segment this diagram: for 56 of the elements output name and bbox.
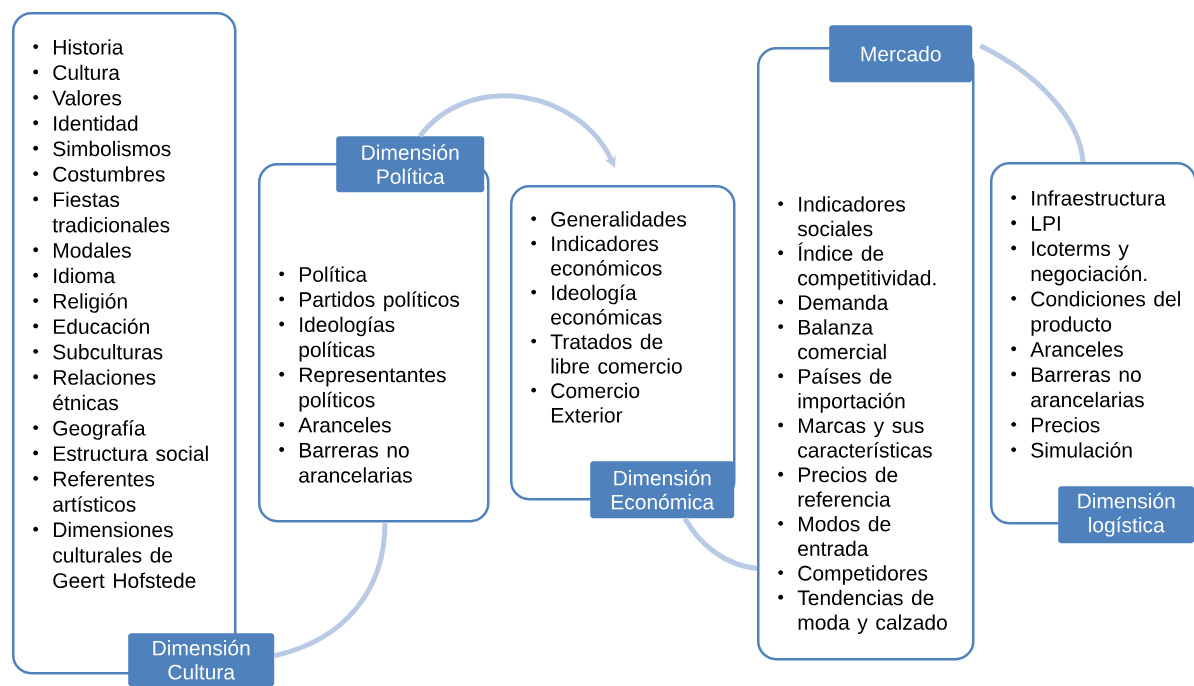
list-item: Política	[279, 266, 368, 282]
list-item: Indicadores económicos	[531, 235, 662, 276]
list-item: Ideología económicas	[531, 284, 662, 325]
list-item: Idioma	[33, 267, 116, 284]
list-item: Relaciones étnicas	[33, 369, 156, 411]
curved-connector	[273, 522, 388, 659]
list-item: Geografía	[33, 420, 146, 440]
list-panel	[757, 47, 975, 661]
list-item: Condiciones del producto	[1011, 291, 1180, 336]
header-tab: Dimensión Política	[336, 136, 485, 193]
header-tab: Dimensión logística	[1058, 486, 1194, 544]
list-item: Simulación	[1011, 442, 1132, 458]
list-item: Icoterms y negociación.	[1011, 241, 1147, 286]
list-item: Partidos políticos	[279, 291, 460, 312]
list-item: Representantes políticos	[279, 367, 446, 412]
list-item: Barreras no arancelarias	[1011, 367, 1144, 408]
list-item: Educación	[33, 318, 149, 335]
list-item: Fiestas tradicionales	[33, 191, 170, 233]
list-item: Balanza comercial	[778, 319, 886, 360]
list-item: Cultura	[33, 64, 120, 81]
list-item: Valores	[33, 90, 122, 106]
list-item: Referentes artísticos	[33, 471, 155, 512]
list-item: Subculturas	[33, 344, 163, 360]
list-item: Modales	[33, 242, 131, 258]
list-item: Barreras no arancelarias	[279, 442, 412, 483]
list-item: Demanda	[778, 294, 889, 311]
list-item: Tendencias de moda y calzado	[778, 589, 947, 635]
curved-connector	[979, 43, 1086, 163]
list-item: Estructura social	[33, 445, 208, 462]
list-item: Ideologías políticas	[279, 316, 395, 362]
list-item: Países de importación	[778, 368, 905, 413]
list-item: Precios de referencia	[778, 466, 898, 507]
list-panel	[258, 163, 490, 523]
list-item: Aranceles	[279, 417, 391, 433]
list-item: Dimensiones culturales de Geert Hofstede	[33, 521, 196, 589]
list-item: Historia	[33, 39, 124, 55]
curved-connector	[682, 517, 758, 571]
list-item: Simbolismos	[33, 140, 171, 157]
list-item: Identidad	[33, 115, 138, 131]
list-item: Comercio Exterior	[531, 382, 640, 423]
list-item: Modos de entrada	[778, 516, 891, 557]
header-tab: Mercado	[829, 25, 973, 83]
list-item: Marcas y sus características	[778, 418, 932, 458]
list-item: Índice de competitividad.	[778, 242, 936, 290]
list-item: Infraestructura	[1011, 190, 1166, 206]
list-item: Aranceles	[1011, 341, 1123, 357]
list-item: Costumbres	[33, 166, 165, 182]
list-item: Tratados de libre comercio	[531, 333, 682, 374]
list-item: Religión	[33, 293, 127, 313]
list-item: Precios	[1011, 417, 1100, 433]
list-item: Competidores	[778, 565, 928, 585]
header-tab: Dimensión Económica	[590, 461, 735, 519]
list-item: Indicadores sociales	[778, 196, 906, 237]
list-item: LPI	[1011, 216, 1060, 231]
list-item: Generalidades	[531, 211, 687, 227]
header-tab: Dimensión Cultura	[128, 633, 275, 686]
